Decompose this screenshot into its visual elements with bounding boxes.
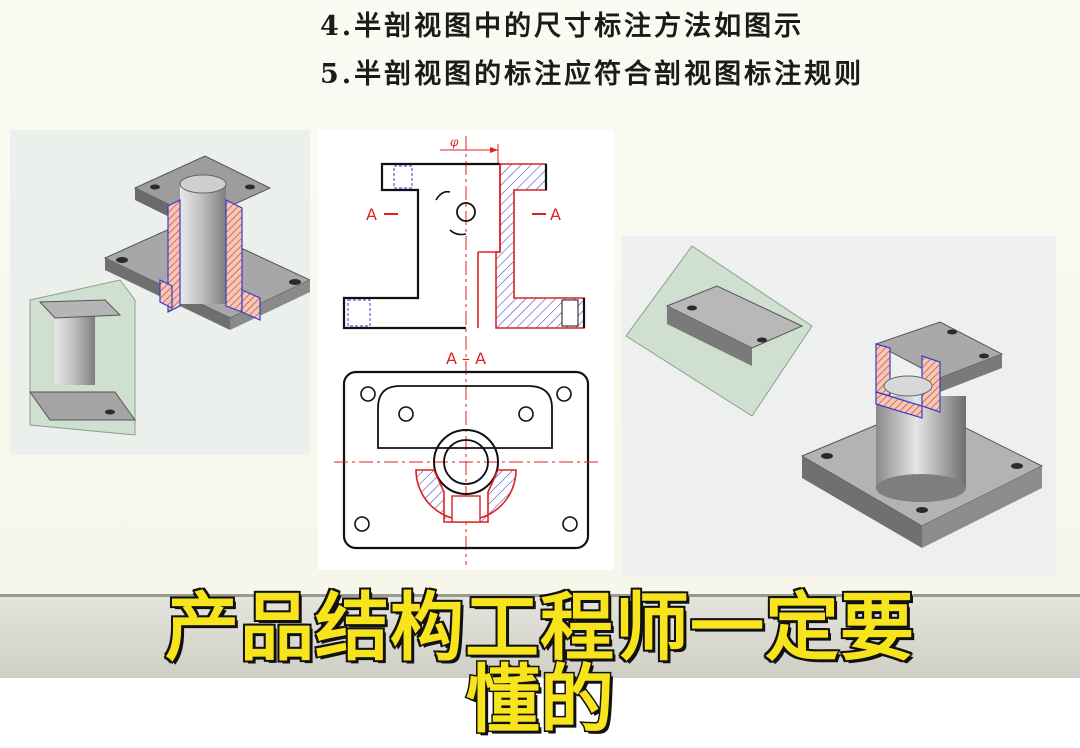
front-view-outline: [342, 162, 466, 330]
caption-line-1: 产品结构工程师一定要: [164, 584, 916, 673]
small-model-cylinder: [55, 315, 95, 385]
rule-4-text: 4.半剖视图中的尺寸标注方法如图示: [320, 11, 805, 42]
right-model-panel: [622, 236, 1056, 576]
small-model-hole: [757, 337, 767, 343]
left-model-illustration: [29, 155, 310, 436]
cylinder-body: [180, 184, 226, 304]
half-section-drawing: φ A A A – A: [334, 135, 602, 565]
small-model-top: [665, 285, 804, 349]
hidden-hole: [347, 299, 371, 327]
hole-in-section: [561, 299, 579, 327]
side-boss-circle: [456, 202, 476, 222]
small-model-flange: [38, 299, 122, 319]
top-view-boss: [377, 385, 553, 449]
caption-line-2: 懂的: [465, 656, 616, 745]
base-hole: [821, 453, 833, 459]
flange-hole: [245, 184, 255, 190]
bolt-hole: [354, 516, 370, 532]
cylinder-bottom: [876, 474, 966, 502]
rule-5-text: 5.半剖视图的标注应符合剖视图标注规则: [320, 59, 865, 90]
flange-hole: [947, 329, 957, 335]
small-model-hole: [105, 409, 115, 415]
slide-footer-bar: [0, 594, 1080, 678]
small-model-front: [667, 306, 752, 366]
engineering-drawing-panel: φ A A A – A: [318, 130, 614, 570]
upper-flange-front: [940, 354, 1002, 392]
base-plate-side: [230, 280, 310, 330]
cylinder-outer: [433, 429, 499, 495]
base-hole: [116, 257, 128, 263]
bolt-hole: [556, 386, 572, 402]
cylinder-bore: [883, 375, 933, 397]
slot-in-section: [451, 495, 481, 523]
dimension-arrow: [490, 147, 498, 153]
section-title: A – A: [446, 349, 486, 368]
bolt-hole: [398, 406, 414, 422]
bolt-hole: [518, 406, 534, 422]
cut-label-right: A: [550, 205, 561, 224]
base-hole: [289, 279, 301, 285]
bolt-hole: [562, 516, 578, 532]
flange-hole: [150, 184, 160, 190]
boss-outline: [435, 190, 467, 236]
flange-hole: [979, 353, 989, 359]
cylinder-bore: [443, 439, 489, 485]
cylinder-bore: [179, 174, 227, 194]
section-face: [167, 199, 181, 313]
base-plate-front: [802, 456, 922, 548]
section-face: [159, 279, 173, 309]
base-hole: [916, 507, 928, 513]
base-hole: [1011, 463, 1023, 469]
left-model-panel: [10, 130, 310, 455]
hidden-hole: [393, 165, 413, 189]
small-model-hole: [687, 305, 697, 311]
top-view-outline: [342, 370, 590, 550]
bolt-hole: [360, 386, 376, 402]
section-face: [225, 199, 243, 313]
right-model-illustration: [625, 245, 1044, 548]
base-plate-side: [922, 466, 1042, 548]
section-face: [241, 289, 261, 321]
section-face: [875, 391, 923, 419]
cut-label-left: A: [366, 205, 377, 224]
top-section-hatch: [415, 469, 517, 523]
diameter-symbol: φ: [450, 135, 459, 149]
